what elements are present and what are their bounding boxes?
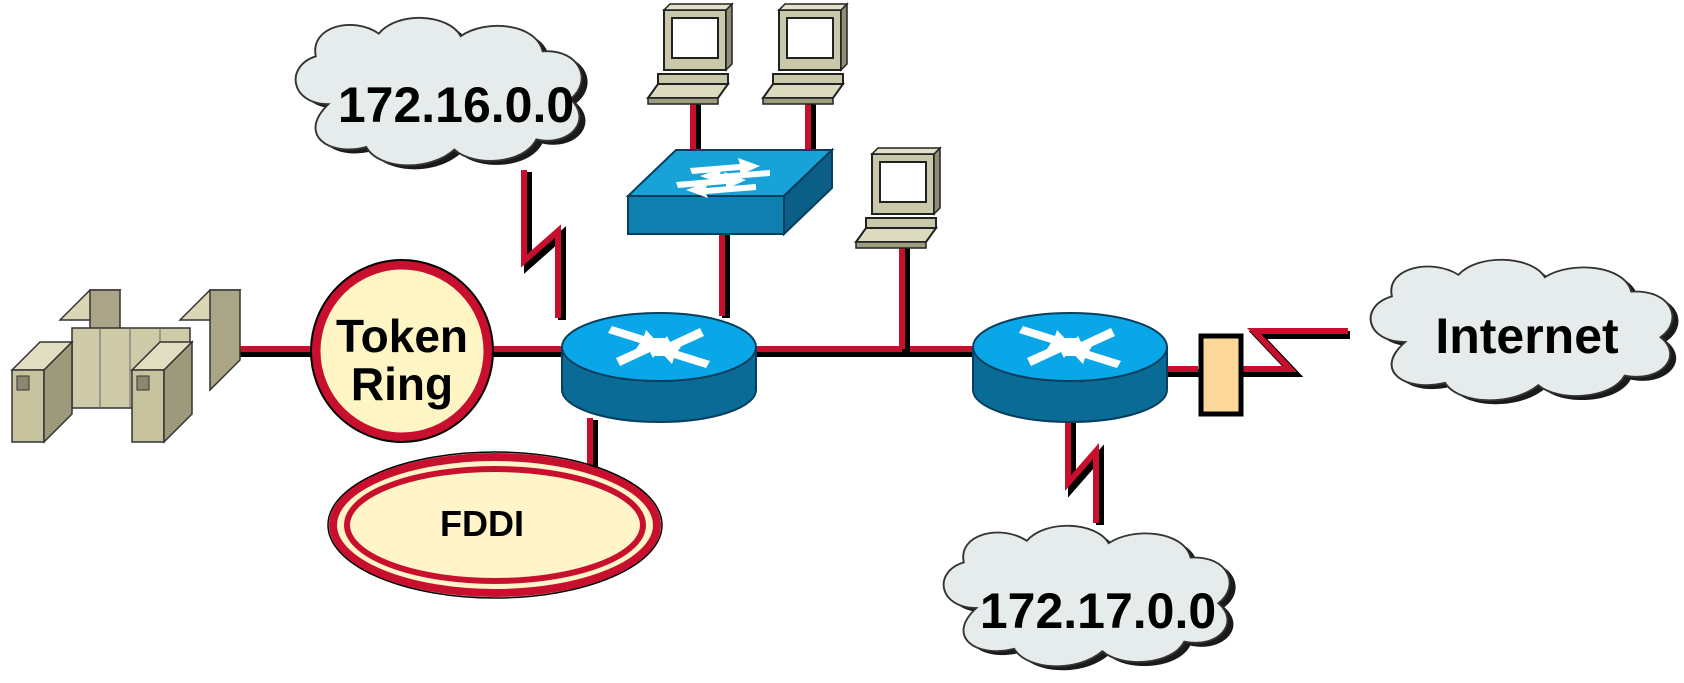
- workstation-icon: [761, 2, 849, 105]
- cloud-internet: Internet: [1369, 258, 1679, 405]
- link-mainframe-token-ring: [236, 346, 312, 357]
- link-serial-internet: [1238, 328, 1350, 377]
- token-ring-label-line1: Token: [336, 310, 468, 362]
- link-router-router: [748, 346, 975, 357]
- cloud-172-17: 172.17.0.0: [942, 524, 1236, 671]
- token-ring-label-line2: Ring: [351, 358, 453, 410]
- cloud-172-16: 172.16.0.0: [294, 16, 588, 170]
- workstation-icon: [854, 146, 942, 249]
- cloud-172-16-label: 172.16.0.0: [338, 77, 574, 133]
- cloud-internet-label: Internet: [1435, 308, 1619, 364]
- cloud-172-17-label: 172.17.0.0: [980, 583, 1216, 639]
- mainframe-icon: [10, 289, 242, 444]
- token-ring: Token Ring: [310, 259, 494, 443]
- csu-dsu-icon: [1198, 333, 1244, 417]
- switch-icon: [625, 147, 835, 237]
- link-token-ring-router: [486, 346, 565, 357]
- link-workstation-2: [805, 98, 816, 152]
- link-fddi-router: [587, 418, 598, 468]
- router-icon: [972, 312, 1168, 423]
- link-router-csu: [1164, 366, 1200, 377]
- link-serial-172-16: [521, 170, 566, 320]
- link-switch-router: [719, 233, 730, 318]
- link-workstation-3: [899, 241, 910, 353]
- link-serial-172-17: [1065, 421, 1104, 525]
- links: [236, 98, 1350, 525]
- workstation-icon: [646, 2, 734, 105]
- fddi-label: FDDI: [440, 503, 524, 544]
- link-workstation-1: [690, 98, 701, 152]
- fddi-ring: FDDI: [327, 451, 663, 599]
- router-icon: [561, 312, 757, 423]
